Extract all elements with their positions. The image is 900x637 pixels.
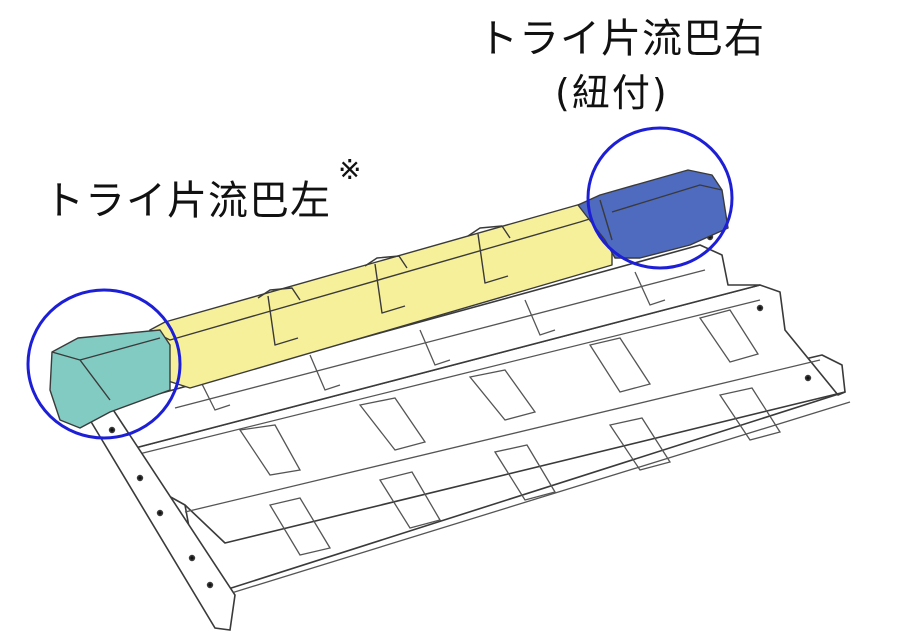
right-highlight-circle bbox=[586, 126, 734, 270]
right-end-cap bbox=[577, 169, 729, 259]
left-end-cap bbox=[49, 329, 171, 429]
right-cap-sublabel: (紐付) bbox=[555, 71, 669, 115]
roof-tiles bbox=[99, 244, 846, 591]
note-mark: ※ bbox=[338, 153, 362, 186]
left-highlight-circle bbox=[26, 288, 182, 440]
right-cap-label: トライ片流巴右 bbox=[478, 16, 765, 62]
highlight-circles bbox=[26, 126, 734, 440]
left-cap-label: トライ片流巴左 bbox=[44, 178, 331, 224]
tile-details bbox=[134, 269, 851, 596]
